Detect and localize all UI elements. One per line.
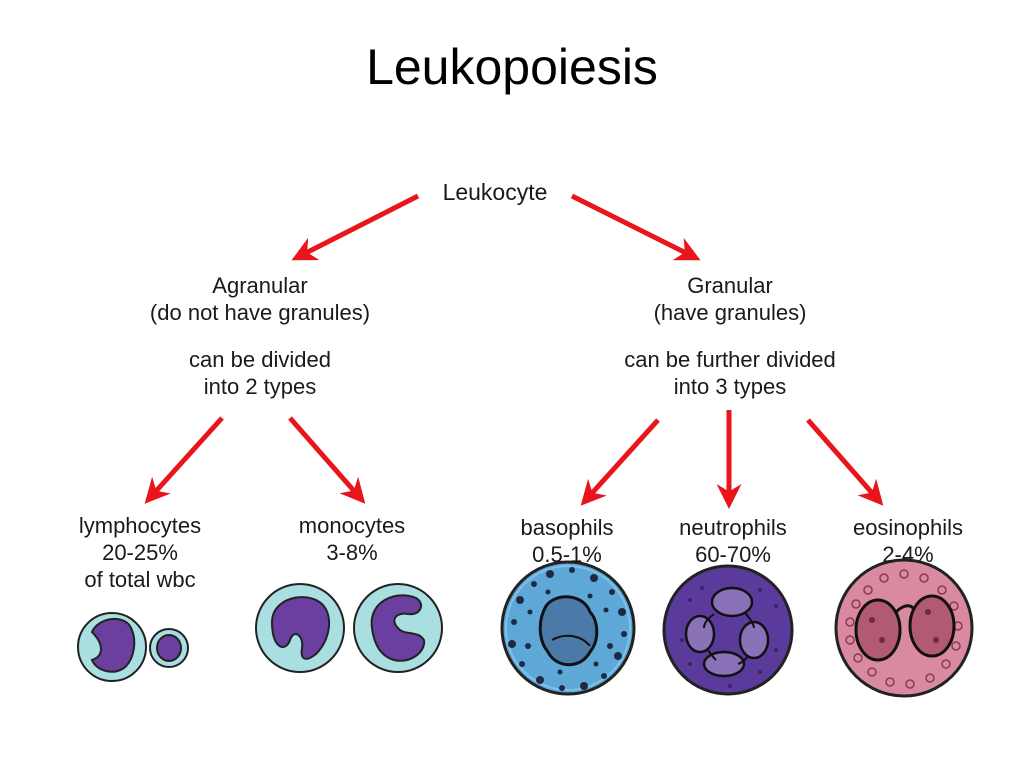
granular-note: (have granules) [653, 300, 807, 325]
granular-division-text: can be further divided into 3 types [624, 347, 836, 399]
arrow-to-lymphocytes [144, 416, 224, 504]
neutrophils-label: neutrophils 60-70% [679, 515, 787, 567]
arrow-to-eosinophils [806, 418, 884, 506]
basophils-label: basophils 0.5-1% [520, 515, 614, 567]
granular-name: Granular [687, 273, 773, 298]
lymphocytes-label: lymphocytes 20-25% of total wbc [78, 513, 202, 592]
agranular-label: Agranular (do not have granules) [80, 272, 440, 326]
agranular-note: (do not have granules) [149, 300, 371, 325]
basophil-illustration [500, 560, 636, 696]
leukocyte-label: Leukocyte [442, 179, 548, 205]
arrow-to-agranular [291, 193, 420, 261]
arrow-to-basophils [580, 418, 660, 506]
monocytes-label: monocytes 3-8% [298, 513, 406, 565]
arrow-to-granular [570, 193, 701, 261]
neutrophil-illustration [662, 564, 794, 696]
lymphocyte-small-illustration [149, 628, 189, 668]
page-title: Leukopoiesis [366, 39, 658, 95]
agranular-division-text: can be divided into 2 types [189, 347, 331, 399]
lymphocyte-large-illustration [77, 612, 147, 682]
agranular-name: Agranular [212, 273, 308, 298]
arrow-to-monocytes [288, 416, 366, 504]
monocyte-illustration-2 [353, 583, 443, 673]
eosinophils-label: eosinophils 2-4% [852, 515, 964, 567]
granular-label: Granular (have granules) [560, 272, 900, 326]
eosinophil-illustration [834, 558, 974, 698]
monocyte-illustration-1 [255, 583, 345, 673]
